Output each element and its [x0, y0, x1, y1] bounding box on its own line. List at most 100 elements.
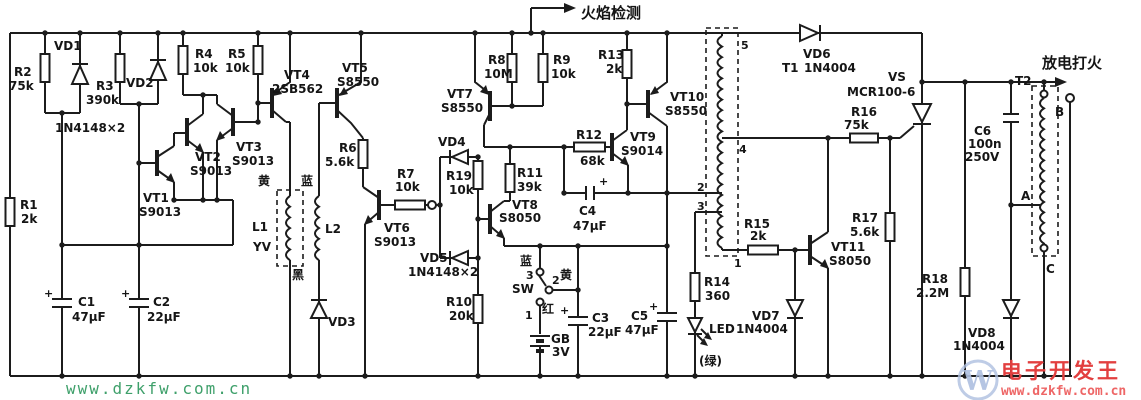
label-c6-voltage: 250V [965, 150, 1000, 164]
resistor-r11: R11 39k [504, 163, 543, 194]
label-wire-black: 黑 [292, 268, 304, 282]
brand-url: www.dzkfw.com.cn [1001, 384, 1126, 399]
label-r14-value: 360 [705, 289, 730, 303]
label-vt6: VT6 [384, 221, 410, 235]
diode-vd5: VD5 1N4148×2 [408, 249, 478, 279]
label-c4-value: 47µF [573, 219, 607, 233]
label-vt4: VT4 [284, 68, 310, 82]
label-vt2-part: S9013 [190, 164, 232, 178]
led-indicator: LED (绿) [686, 317, 735, 368]
label-r5-value: 10k [225, 61, 251, 75]
diode-vd8: VD8 1N4004 [953, 299, 1021, 353]
electrode-b: B [1055, 93, 1075, 119]
label-vs: VS [888, 70, 906, 84]
label-vd6: VD6 [803, 47, 831, 61]
label-vt1-part: S9013 [139, 205, 181, 219]
label-t1-pin1: 1 [734, 257, 742, 270]
label-r7-name: R7 [397, 167, 415, 181]
label-vt7: VT7 [447, 87, 473, 101]
label-r13-value: 2k [606, 62, 623, 76]
label-r17-value: 5.6k [850, 225, 880, 239]
flame-detect-arrow-icon [564, 3, 576, 13]
label-led: LED [709, 322, 735, 336]
label-gb: GB [551, 332, 570, 346]
brand-logo-letter: W [962, 366, 994, 397]
label-c6-value: 100n [968, 137, 1002, 151]
brand-name: 电子开发王 [1001, 359, 1121, 383]
label-vt1: VT1 [143, 191, 169, 205]
label-r17-name: R17 [852, 211, 878, 225]
label-vt9-part: S9014 [621, 144, 663, 158]
label-c1-value: 47µF [72, 310, 106, 324]
label-c5-name: C5 [631, 309, 648, 323]
resistor-r17: R17 5.6k [850, 211, 896, 242]
c4-plus: + [599, 175, 608, 188]
label-vt5: VT5 [342, 61, 368, 75]
label-t2: T2 [1015, 74, 1032, 88]
label-r11-value: 39k [517, 180, 543, 194]
label-sw-blue: 蓝 [520, 253, 532, 268]
label-r3-name: R3 [96, 79, 114, 93]
label-r3-value: 390k [86, 93, 120, 107]
transistor-vt11: VT11 S8050 [808, 235, 871, 269]
label-vt7-part: S8550 [441, 101, 483, 115]
capacitor-c6: C6 100n 250V [965, 113, 1019, 164]
label-r18-name: R18 [922, 272, 948, 286]
junction-dots [42, 30, 1047, 379]
label-wire-yellow: 黄 [258, 173, 270, 188]
resistor-r4: R4 10k [177, 45, 219, 75]
label-sw-contact1: 1 [525, 309, 533, 322]
label-r12-value: 68k [580, 154, 606, 168]
resistor-r6: R6 5.6k [325, 139, 369, 169]
label-t1-pin2: 2 [697, 181, 705, 194]
label-vs-part: MCR100-6 [847, 85, 915, 99]
label-r18-value: 2.2M [916, 286, 949, 300]
label-vt9: VT9 [630, 130, 656, 144]
diode-vd3: VD3 [309, 299, 356, 329]
resistor-r2: R2 75k [9, 53, 51, 93]
label-r7-value: 10k [395, 180, 421, 194]
label-r8-value: 10M [484, 67, 513, 81]
label-vd8-part: 1N4004 [953, 339, 1005, 353]
resistor-r1: R1 2k [4, 197, 38, 227]
solenoid-l1: L1 YV 黄 黑 [252, 173, 304, 282]
label-r15-value: 2k [750, 229, 767, 243]
label-t1-pin3: 3 [697, 200, 705, 213]
label-r9-value: 10k [551, 67, 577, 81]
transistor-vt5: VT5 S8550 [335, 61, 379, 118]
label-r16-name: R16 [851, 105, 877, 119]
label-vt6-part: S9013 [374, 235, 416, 249]
label-r10-value: 20k [449, 309, 475, 323]
label-vt3-part: S9013 [232, 154, 274, 168]
label-r19-value: 10k [449, 183, 475, 197]
resistor-r9: R9 10k [537, 53, 577, 83]
transistor-vt4: VT4 2SB562 [270, 68, 323, 118]
label-r5-name: R5 [228, 47, 246, 61]
watermark-left: www.dzkfw.com.cn [66, 379, 250, 398]
label-sw: SW [512, 282, 534, 296]
diode-vd7: VD7 1N4004 [736, 299, 805, 336]
label-vd2: VD2 [126, 76, 154, 90]
label-r2-name: R2 [14, 65, 32, 79]
label-vt3: VT3 [236, 140, 262, 154]
diode-vd1: VD1 [54, 39, 90, 85]
label-t1: T1 [782, 61, 799, 75]
label-terminal-c: C [1046, 262, 1055, 276]
label-c4-name: C4 [579, 204, 596, 218]
label-terminal-a: A [1021, 189, 1031, 203]
label-r6-value: 5.6k [325, 155, 355, 169]
transistor-vt8: VT8 S8050 [488, 198, 541, 239]
label-vt8-part: S8050 [499, 211, 541, 225]
label-r2-value: 75k [9, 79, 35, 93]
resistor-r7: R7 10k [394, 167, 426, 211]
label-gb-value: 3V [552, 345, 570, 359]
label-r4-name: R4 [195, 47, 213, 61]
label-c2-name: C2 [153, 295, 170, 309]
label-vd4: VD4 [438, 135, 466, 149]
label-vt10-part: S8550 [665, 104, 707, 118]
resistor-r3: R3 390k [86, 53, 126, 107]
c1-plus: + [44, 287, 53, 300]
label-c3-name: C3 [592, 311, 609, 325]
label-vd8: VD8 [968, 326, 996, 340]
label-vd7: VD7 [752, 309, 780, 323]
